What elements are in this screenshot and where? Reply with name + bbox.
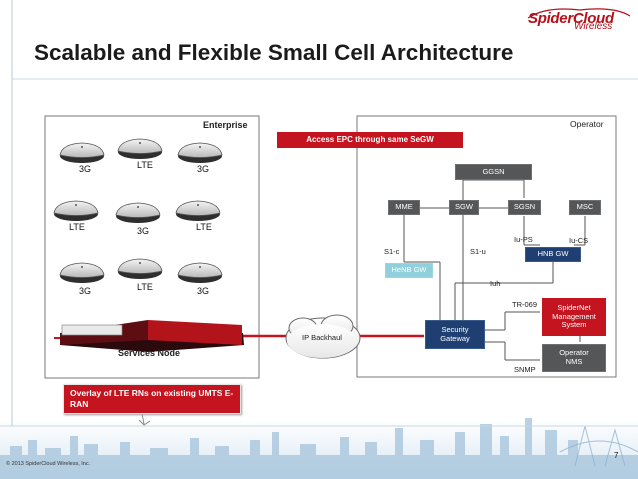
page-number: 7 [614,451,619,460]
small-cell-icon [117,258,163,279]
iuh-interface-label: Iuh [490,279,501,288]
ip-backhaul-cloud [285,314,361,359]
access-epc-banner: Access EPC through same SeGW [277,132,463,148]
small-cell-icon [53,200,99,221]
tr069-interface-label: TR-069 [512,300,538,309]
cell-label: 3G [197,164,210,174]
cell-label: LTE [137,282,153,292]
small-cell-icon [115,202,161,223]
copyright-text: © 2013 SpiderCloud Wireless, Inc. [6,461,91,467]
overlay-callout: Overlay of LTE RNs on existing UMTS E-RA… [63,384,241,414]
enterprise-label: Enterprise [203,120,248,130]
small-cell-icon [117,138,163,159]
logo-subtitle: Wireless [574,21,613,32]
ggsn-node: GGSN [455,164,532,180]
sgw-node: SGW [449,200,479,215]
small-cells-group [53,138,223,283]
cell-label: 3G [79,286,92,296]
ip-backhaul-label: IP Backhaul [302,332,342,342]
iu-cs-interface-label: Iu-CS [569,236,589,245]
services-node-label: Services Node [118,348,181,358]
cell-label: 3G [137,226,150,236]
small-cell-icon [59,262,105,283]
operator-label: Operator [570,119,604,129]
s1u-interface-label: S1-u [470,247,486,256]
cell-label: 3G [79,164,92,174]
cell-label: LTE [69,222,85,232]
mme-node: MME [388,200,420,215]
page-title: Scalable and Flexible Small Cell Archite… [34,40,514,65]
henb-gw-node: HeNB GW [385,263,433,278]
spidercloud-logo: SpiderCloud Wireless [526,4,634,38]
logo-wordmark: SpiderCloud [528,10,614,27]
cell-label: 3G [197,286,210,296]
small-cell-icon [177,142,223,163]
spidernet-management-node: SpiderNet Management System [542,298,606,336]
snmp-interface-label: SNMP [514,365,536,374]
operator-nms-node: Operator NMS [542,344,606,372]
small-cell-icon [59,142,105,163]
iu-ps-interface-label: Iu-PS [514,235,533,244]
sgsn-node: SGSN [508,200,541,215]
s1c-interface-label: S1-c [384,247,400,256]
msc-node: MSC [569,200,601,215]
logo-swirl-icon [527,8,631,19]
services-node-appliance [60,320,244,352]
hnb-gw-node: HNB GW [525,247,581,262]
cell-label: LTE [196,222,212,232]
security-gateway-node: Security Gateway [425,320,485,349]
small-cell-icon [177,262,223,283]
small-cell-icon [175,200,221,221]
cell-label: LTE [137,160,153,170]
